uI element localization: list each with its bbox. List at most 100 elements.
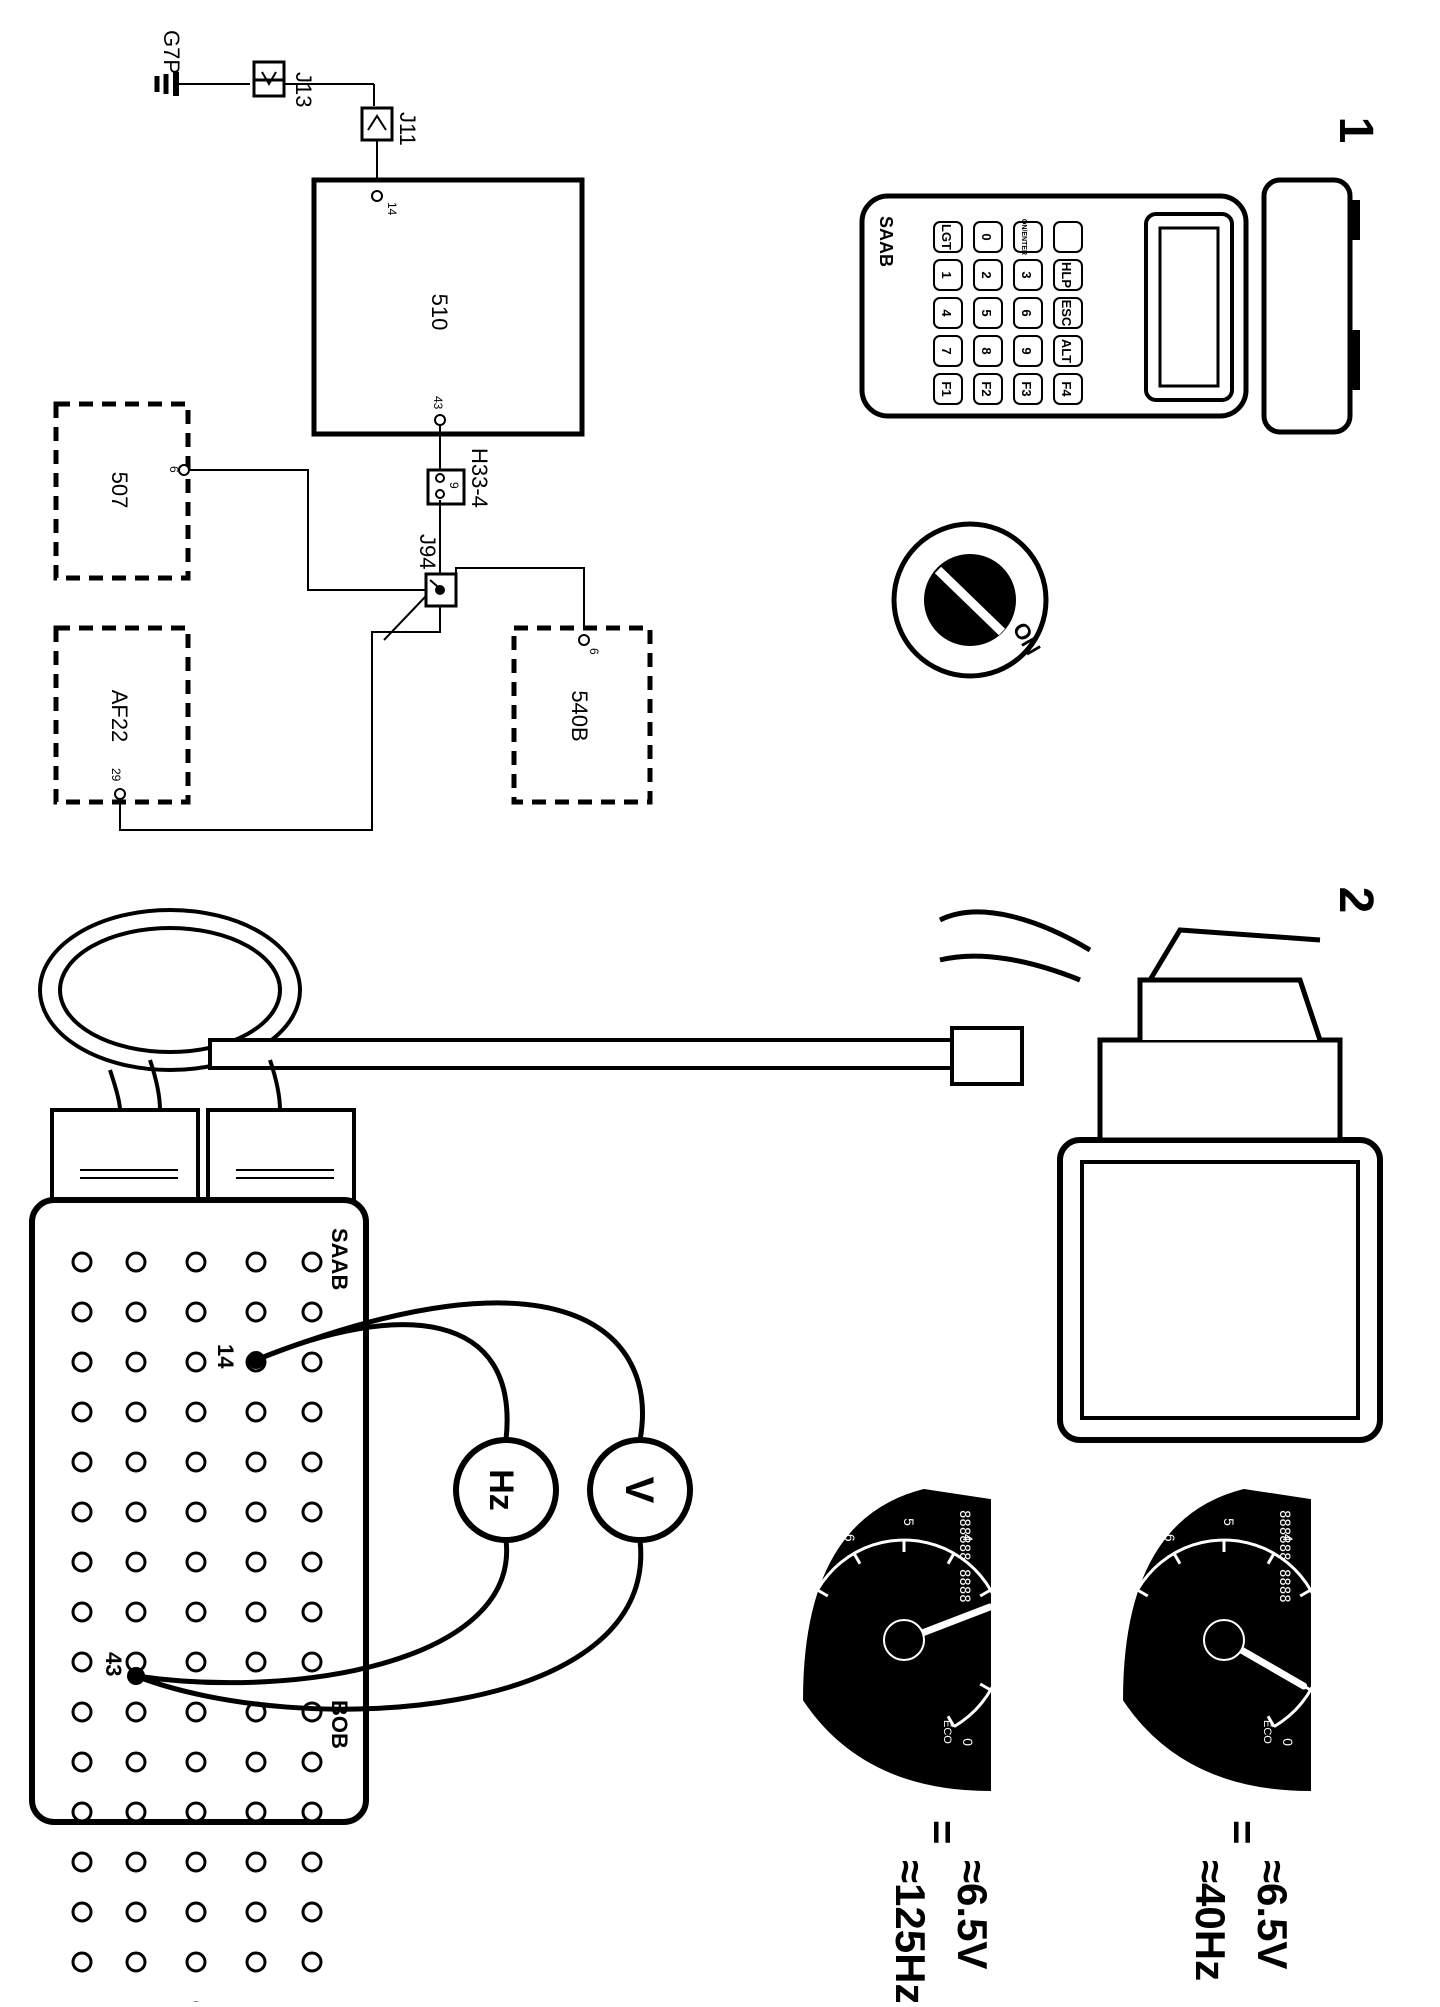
breakout-pin: [125, 1551, 147, 1573]
breakout-pin: [71, 1551, 93, 1573]
breakout-pin: [301, 1551, 323, 1573]
breakout-pin: [185, 1551, 207, 1573]
breakout-pin: [125, 1901, 147, 1923]
tester-key[interactable]: 8: [973, 335, 1003, 367]
breakout-pin: [71, 1651, 93, 1673]
tester-key[interactable]: 0: [973, 221, 1003, 253]
tester-key[interactable]: F2: [973, 373, 1003, 405]
breakout-pin: [71, 1301, 93, 1323]
breakout-pin: [185, 1501, 207, 1523]
breakout-pin: [301, 1301, 323, 1323]
gauge-tick-label: 2: [1019, 1636, 1035, 1644]
breakout-pin: [71, 1751, 93, 1773]
breakout-pin: [125, 1401, 147, 1423]
ground-g7p: G7P: [154, 30, 250, 96]
breakout-pin: [71, 1451, 93, 1473]
gauge-tick-label: 0: [960, 1738, 976, 1746]
breakout-pin: [301, 1851, 323, 1873]
gauge-tick: [979, 1682, 992, 1692]
gauge-tick: [1299, 1588, 1312, 1598]
tester-key-label: 6: [1019, 309, 1034, 316]
tester-key[interactable]: LGT: [933, 221, 963, 253]
tester-key[interactable]: [1053, 221, 1083, 253]
tester-key-label: LGT: [939, 224, 954, 250]
gauge-tick: [816, 1588, 829, 1598]
tester-key[interactable]: ESC: [1053, 297, 1083, 329]
gauge-hub: [1203, 1619, 1245, 1661]
pin-43-label: 43: [101, 1652, 126, 1676]
breakout-pin: [125, 1851, 147, 1873]
breakout-pin: [185, 1651, 207, 1673]
gauge-tick: [1136, 1588, 1149, 1598]
breakout-pin: [301, 1801, 323, 1823]
tester-key[interactable]: 6: [1013, 297, 1043, 329]
tester-key-label: 5: [979, 309, 994, 316]
gauge-tick-label: 2: [1339, 1636, 1355, 1644]
tester-key-label: ESC: [1059, 300, 1074, 327]
gauge-tick-label: 5: [1221, 1518, 1237, 1526]
breakout-pin: [71, 1501, 93, 1523]
gauge-tick: [1266, 1552, 1276, 1565]
breakout-pin: [245, 1851, 267, 1873]
breakout-pin: [71, 1351, 93, 1373]
gauge-hub: [883, 1619, 925, 1661]
tester-key[interactable]: 7: [933, 335, 963, 367]
reading-2-equals: =: [919, 1820, 966, 1845]
tester-key-label: HLP: [1059, 262, 1074, 288]
tester-key[interactable]: ON/ENTER: [1013, 219, 1043, 255]
breakout-pin: [185, 1901, 207, 1923]
tester-key[interactable]: HLP: [1053, 259, 1083, 291]
gauge-tick-label: 3: [1003, 1577, 1019, 1585]
breakout-pin: [245, 1801, 267, 1823]
svg-text:V: V: [617, 1477, 661, 1504]
tester-key[interactable]: F4: [1053, 373, 1083, 405]
svg-text:G7P: G7P: [159, 30, 184, 74]
breakout-pin: [245, 1251, 267, 1273]
gauge-eco-label: ECO: [941, 1720, 953, 1744]
gauge-tick-label: 1: [1003, 1695, 1019, 1703]
gauge-scale: [816, 1538, 1006, 1728]
breakout-pin: [125, 1701, 147, 1723]
breakout-pin: [301, 1751, 323, 1773]
breakout-box: SAAB BOB 14 43: [29, 1197, 369, 2007]
breakout-pin: [125, 1351, 147, 1373]
panel-1-number: 1: [1329, 117, 1382, 144]
voltmeter: V: [587, 1437, 693, 1543]
svg-text:540B: 540B: [567, 690, 592, 741]
svg-text:J13: J13: [291, 72, 316, 107]
tester-key[interactable]: 5: [973, 297, 1003, 329]
tester-key-label: 3: [1019, 271, 1034, 278]
breakout-pin: [301, 1651, 323, 1673]
breakout-pin: [245, 1901, 267, 1923]
svg-text:43: 43: [431, 396, 445, 410]
diagnostic-tester: SAAB LGT147F10258F2ON/ENTER369F3HLPESCAL…: [859, 177, 1360, 435]
tester-key-label: F2: [979, 381, 994, 396]
svg-text:Hz: Hz: [482, 1469, 520, 1511]
module-507: 6 507: [53, 401, 191, 581]
svg-text:14: 14: [385, 202, 399, 216]
tester-key[interactable]: 1: [933, 259, 963, 291]
reading-1-equals: =: [1219, 1820, 1266, 1845]
gauge-eco-label: ECO: [1261, 1720, 1273, 1744]
tester-key[interactable]: ALT: [1053, 335, 1083, 367]
svg-text:6: 6: [167, 466, 181, 473]
tester-key[interactable]: F3: [1013, 373, 1043, 405]
tester-key[interactable]: 4: [933, 297, 963, 329]
tester-key[interactable]: F1: [933, 373, 963, 405]
breakout-pin: [125, 1301, 147, 1323]
connector-h33-4: 9 H33-4: [426, 425, 492, 574]
gauge-tick-label: 7: [1119, 1577, 1135, 1585]
svg-text:J94: J94: [415, 534, 440, 569]
gauge-tick-label: 6: [1162, 1534, 1178, 1542]
tester-key-label: F3: [1019, 381, 1034, 396]
tester-key[interactable]: 2: [973, 259, 1003, 291]
ground-symbol-icon: [154, 72, 179, 96]
tester-key[interactable]: 9: [1013, 335, 1043, 367]
breakout-pin: [71, 1401, 93, 1423]
breakout-pin: [301, 1251, 323, 1273]
tester-key[interactable]: 3: [1013, 259, 1043, 291]
